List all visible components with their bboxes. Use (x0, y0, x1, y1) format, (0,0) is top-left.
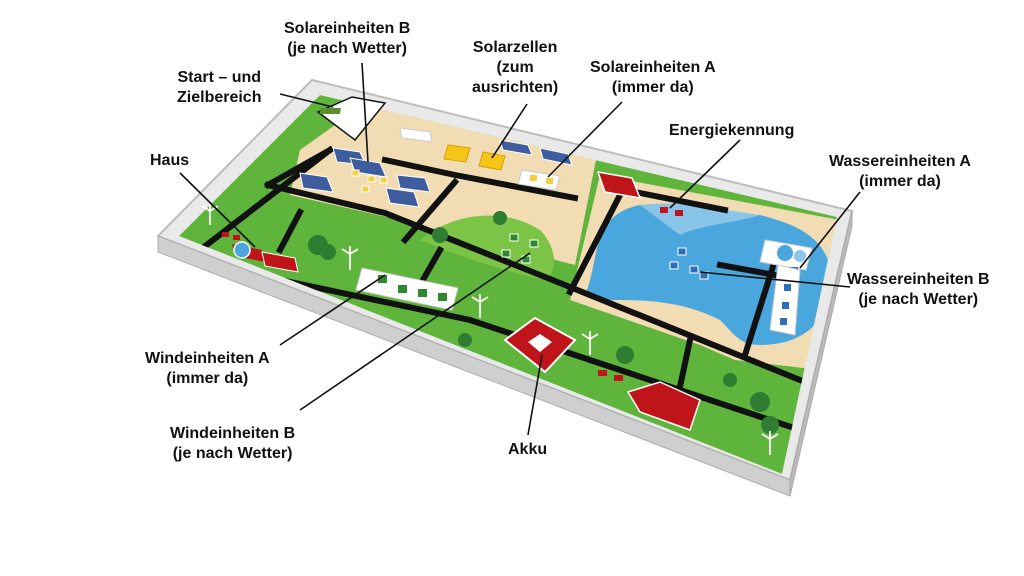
leader-lines (179, 62, 861, 436)
wind-units-a (355, 267, 459, 311)
trees (308, 211, 779, 434)
house (222, 232, 299, 273)
label-solar-units-a: Solareinheiten A(immer da) (590, 59, 716, 96)
red-house-bottom (626, 381, 701, 431)
wind-turbines (201, 203, 779, 455)
solar-panels-b (299, 147, 431, 208)
green-hill (420, 215, 555, 280)
start-finish-area (316, 96, 387, 142)
label-house: Haus (150, 152, 190, 169)
water-units-b (769, 264, 801, 336)
energy-code (596, 171, 683, 216)
adjustable-solar-cells (443, 144, 506, 171)
label-energy-code: Energiekennung (669, 122, 795, 139)
label-water-units-a: Wassereinheiten A(immer da) (829, 153, 971, 190)
label-solar-units-b: Solareinheiten B(je nach Wetter) (284, 20, 411, 57)
label-wind-units-b: Windeinheiten B(je nach Wetter) (170, 425, 296, 462)
label-battery: Akku (508, 441, 548, 458)
battery (503, 316, 623, 381)
water-units-a (759, 239, 813, 274)
wind-units-b (501, 233, 539, 264)
label-water-units-b: Wassereinheiten B(je nach Wetter) (847, 271, 990, 308)
solar-units-b (351, 169, 388, 193)
lake-water-tiles (669, 247, 709, 280)
label-wind-units-a: Windeinheiten A(immer da) (145, 350, 270, 387)
track-lines (195, 145, 804, 434)
